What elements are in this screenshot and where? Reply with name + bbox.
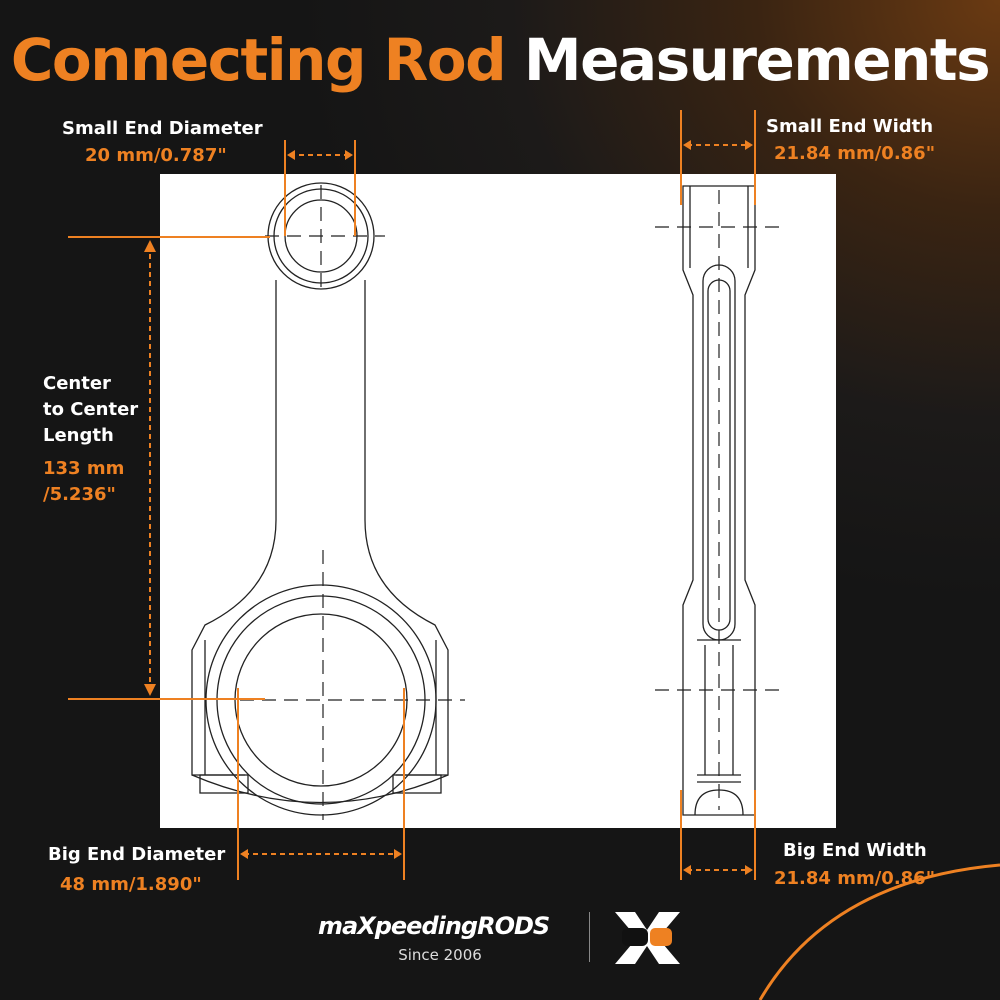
label-line: to Center [43, 399, 139, 420]
page-title: Connecting Rod Measurements [0, 26, 1000, 94]
small-end-width-label: Small End Width [766, 116, 934, 137]
value-line: /5.236" [43, 484, 116, 505]
small-end-diameter-label: Small End Diameter [62, 118, 263, 139]
front-view [191, 182, 449, 816]
big-end-diameter-value: 48 mm/1.890" [60, 874, 202, 895]
center-to-center-value: 133 mm /5.236" [43, 456, 124, 508]
small-end-width-value: 21.84 mm/0.86" [774, 143, 936, 164]
big-end-diameter-label: Big End Diameter [48, 844, 226, 865]
center-to-center-label: Center to Center Length [43, 371, 138, 449]
title-white: Measurements [523, 26, 991, 94]
label-line: Length [43, 425, 114, 446]
small-end-diameter-value: 20 mm/0.787" [85, 145, 227, 166]
big-end-width-value: 21.84 mm/0.86" [774, 868, 936, 889]
title-orange: Connecting Rod [10, 26, 507, 94]
or-x-logo [615, 912, 680, 964]
center-lines [240, 185, 780, 820]
since-text: Since 2006 [398, 946, 482, 964]
dimension-lines [68, 110, 1000, 1000]
drawing-panel [160, 174, 836, 828]
big-end-width-label: Big End Width [783, 840, 927, 861]
label-line: Center [43, 373, 111, 394]
maxpeedingrods-logo: maXpeedingRODS [318, 912, 550, 940]
arrowheads [144, 140, 753, 875]
value-line: 133 mm [43, 458, 125, 479]
logo-divider [589, 912, 590, 962]
